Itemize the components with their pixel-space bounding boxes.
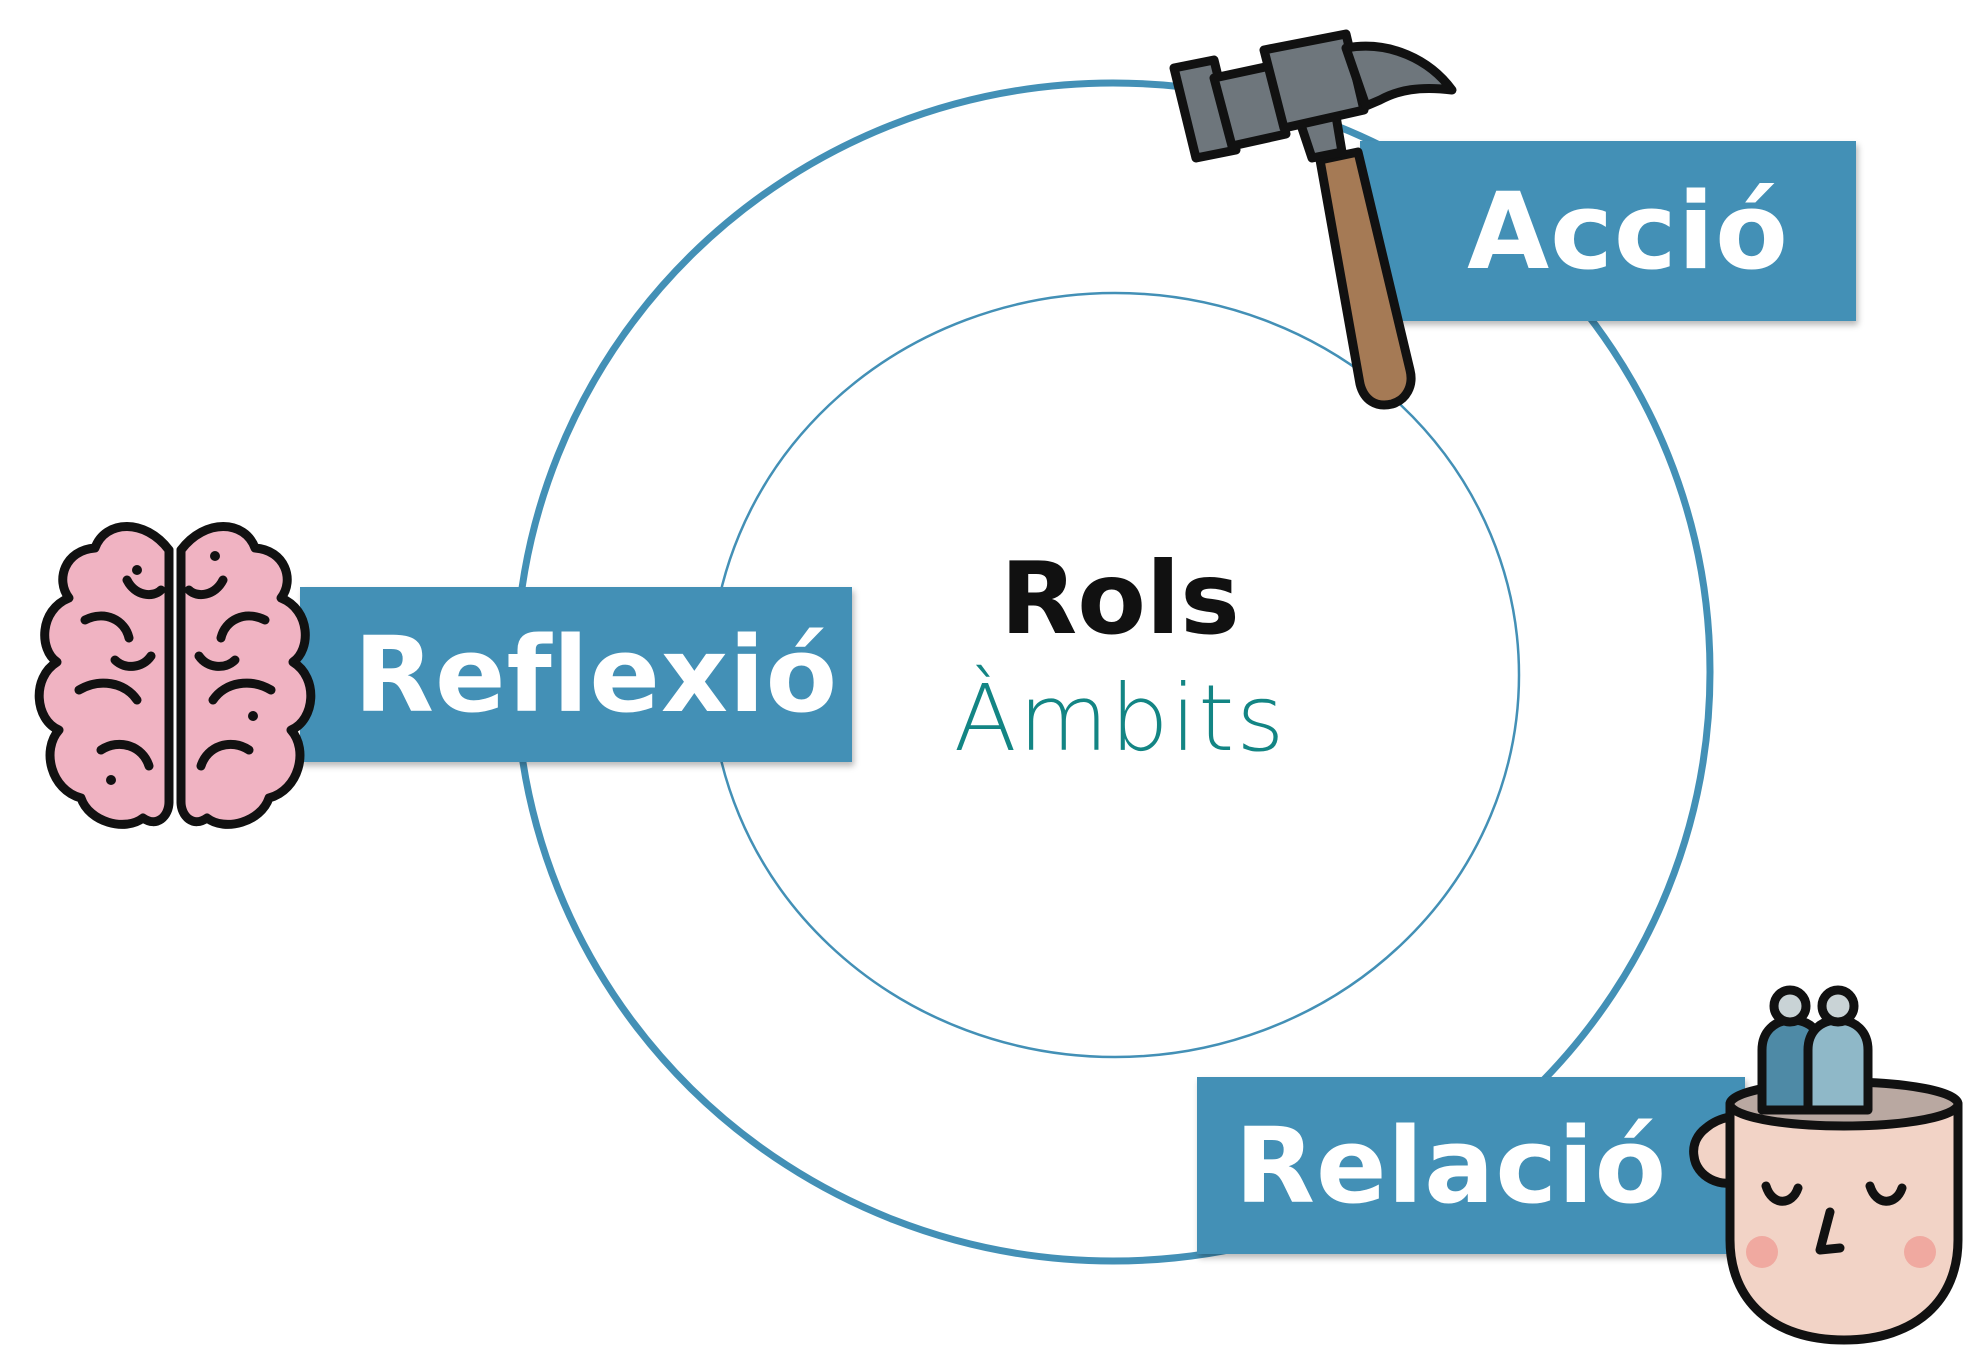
hammer-icon	[1169, 29, 1457, 410]
reflexio-label: Reflexió	[300, 587, 852, 762]
relacio-label: Relació	[1197, 1077, 1745, 1254]
relacio-label-text: Relació	[1234, 1104, 1668, 1227]
accio-label-text: Acció	[1467, 169, 1789, 293]
accio-label: Acció	[1360, 141, 1856, 321]
head-people-icon	[1689, 985, 1963, 1345]
center-subtitle: Àmbits	[953, 665, 1287, 772]
brain-icon	[34, 522, 316, 829]
center-title: Rols	[1000, 540, 1240, 657]
reflexio-label-text: Reflexió	[353, 613, 839, 736]
